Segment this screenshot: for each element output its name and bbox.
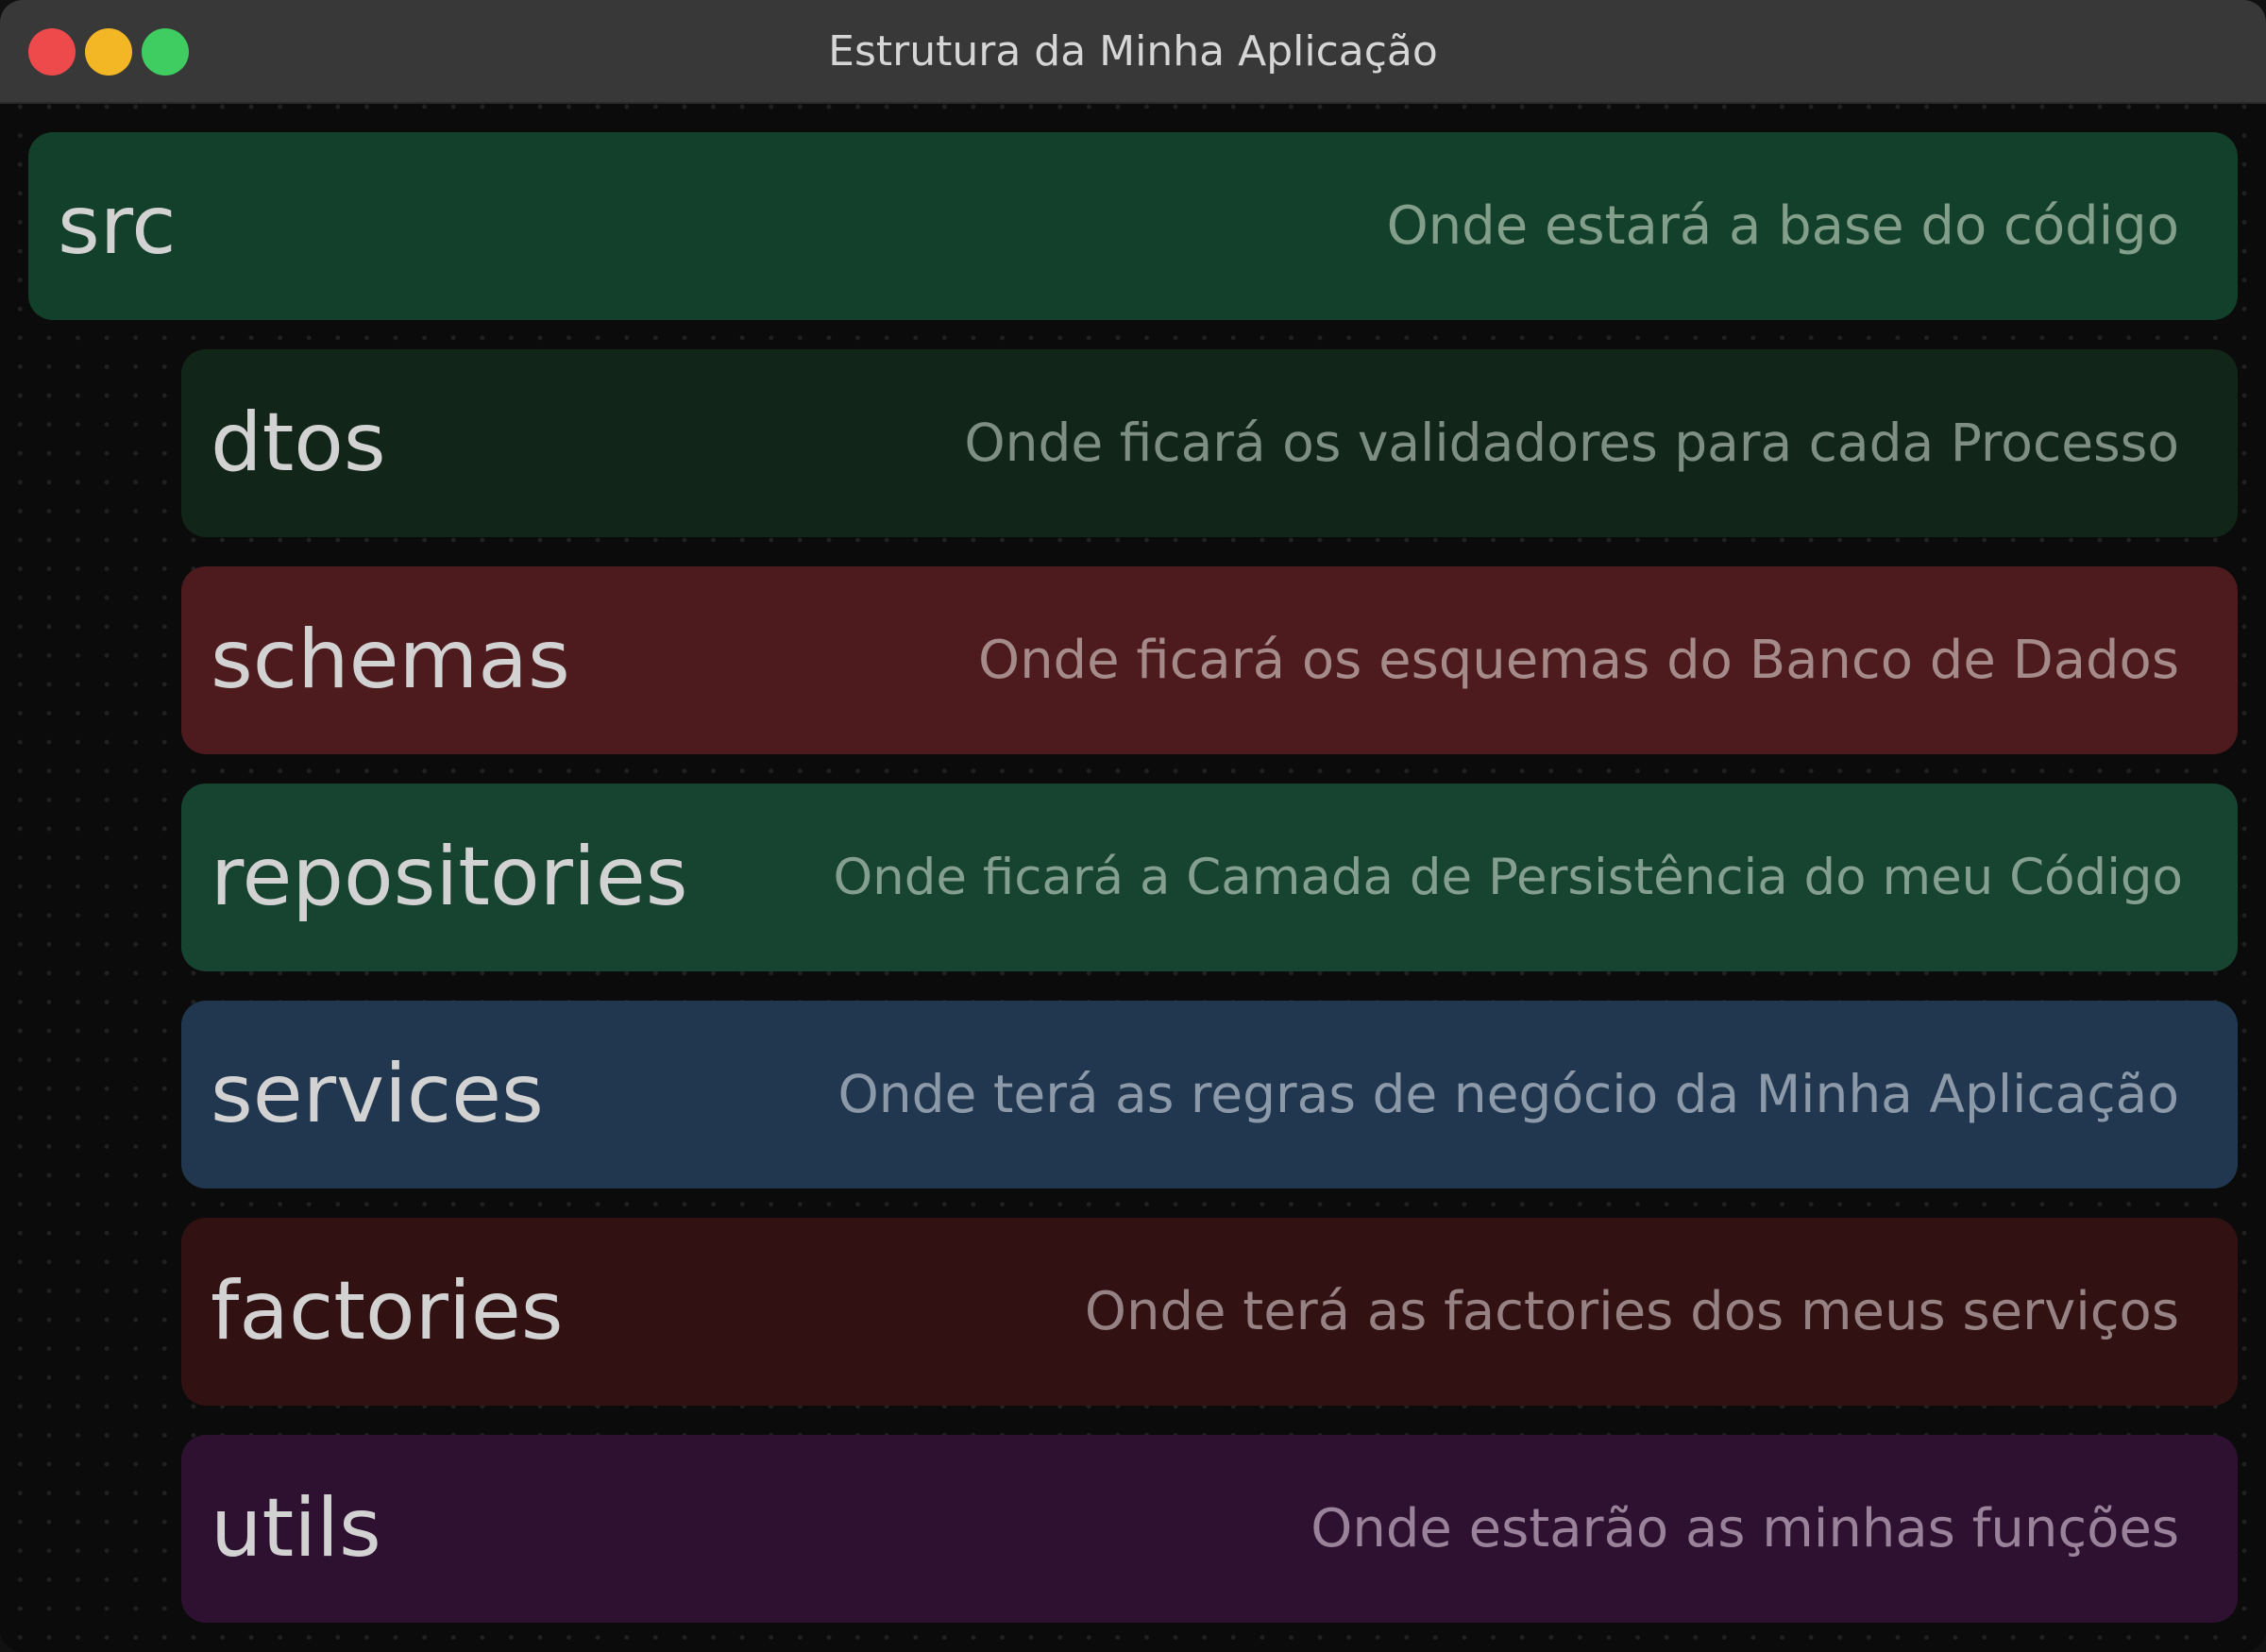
- title-bar: Estrutura da Minha Aplicação: [0, 0, 2266, 104]
- maximize-window-button[interactable]: [142, 28, 189, 76]
- folder-row-repositories: repositories Onde ficará a Camada de Per…: [181, 784, 2238, 971]
- folder-row-utils: utils Onde estarão as minhas funções: [181, 1435, 2238, 1623]
- folder-name: services: [211, 1047, 544, 1141]
- folder-description: Onde ficará a Camada de Persistência do …: [833, 849, 2183, 906]
- folder-description: Onde terá as regras de negócio da Minha …: [837, 1064, 2179, 1124]
- folder-row-src: src Onde estará a base do código: [28, 132, 2238, 320]
- folder-row-dtos: dtos Onde ficará os validadores para cad…: [181, 349, 2238, 537]
- folder-description: Onde estarão as minhas funções: [1311, 1498, 2179, 1559]
- minimize-window-button[interactable]: [85, 28, 132, 76]
- folder-name: src: [58, 178, 177, 273]
- folder-description: Onde ficará os validadores para cada Pro…: [964, 413, 2179, 473]
- folder-row-services: services Onde terá as regras de negócio …: [181, 1001, 2238, 1188]
- folder-row-schemas: schemas Onde ficará os esquemas do Banco…: [181, 566, 2238, 754]
- folder-name: factories: [211, 1264, 564, 1358]
- folder-name: dtos: [211, 396, 386, 490]
- folder-name: schemas: [211, 613, 570, 707]
- folder-name: repositories: [211, 830, 688, 924]
- close-window-button[interactable]: [28, 28, 76, 76]
- folder-description: Onde ficará os esquemas do Banco de Dado…: [977, 630, 2179, 691]
- window-title: Estrutura da Minha Aplicação: [828, 27, 1438, 76]
- folder-description: Onde estará a base do código: [1386, 195, 2179, 257]
- folder-name: utils: [211, 1481, 381, 1576]
- folder-row-factories: factories Onde terá as factories dos meu…: [181, 1218, 2238, 1406]
- folder-description: Onde terá as factories dos meus serviços: [1084, 1281, 2179, 1342]
